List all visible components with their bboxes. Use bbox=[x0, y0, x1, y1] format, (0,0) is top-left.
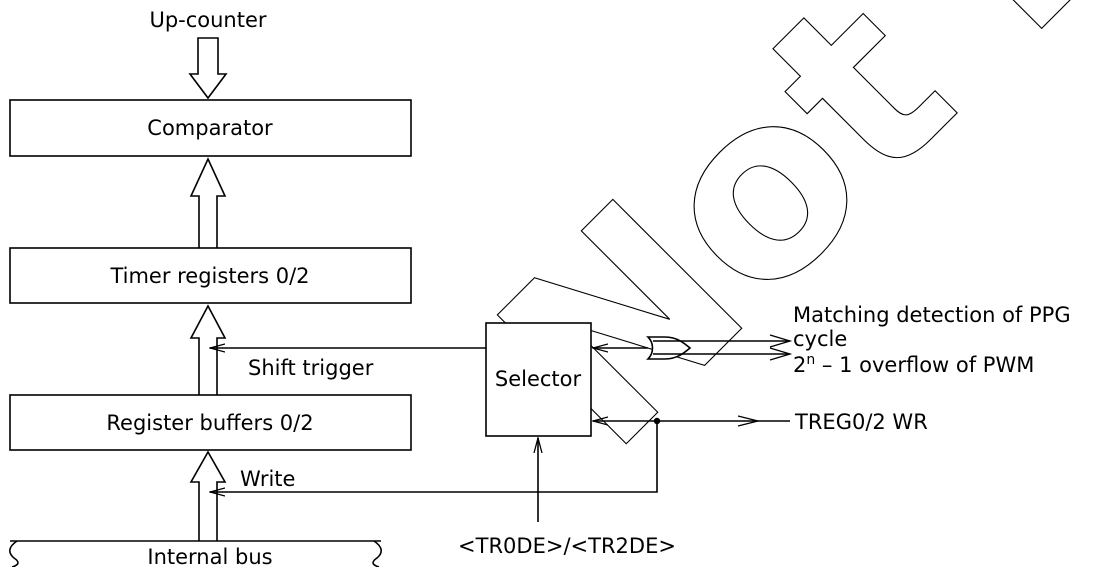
arrow-head-ppg bbox=[769, 334, 793, 348]
internal-bus-label: Internal bus bbox=[147, 545, 272, 567]
write-line bbox=[210, 421, 658, 492]
timer-registers-label: Timer registers 0/2 bbox=[109, 264, 309, 288]
timer-registers-box bbox=[9, 247, 412, 304]
up-counter-label: Up-counter bbox=[149, 8, 266, 32]
treg-wr-label: TREG0/2 WR bbox=[794, 410, 928, 434]
arrow-head-pwm bbox=[769, 347, 793, 361]
trde-label: <TR0DE>/<TR2DE> bbox=[458, 534, 676, 558]
treg-arrow-head bbox=[737, 415, 759, 427]
selector-box bbox=[485, 322, 592, 437]
register-buffers-label: Register buffers 0/2 bbox=[106, 411, 313, 435]
comparator-box bbox=[9, 99, 412, 157]
up-counter-arrow bbox=[188, 37, 228, 100]
register-buffers-box bbox=[9, 394, 412, 451]
comparator-label: Comparator bbox=[147, 116, 273, 140]
bus-right-break bbox=[372, 540, 382, 567]
overflow-label: 2n – 1 overflow of PWM bbox=[793, 352, 1034, 377]
buffers-to-timer-arrow bbox=[189, 304, 227, 395]
matching-detection-label-cycle: cycle bbox=[793, 327, 847, 351]
timer-to-comparator-arrow bbox=[189, 157, 227, 248]
write-label: Write bbox=[240, 467, 295, 491]
shift-trigger-label: Shift trigger bbox=[248, 356, 374, 380]
matching-detection-label: Matching detection of PPG bbox=[793, 303, 1071, 327]
bus-to-buffers-arrow bbox=[189, 450, 227, 541]
bus-left-break bbox=[9, 540, 19, 567]
selector-label: Selector bbox=[495, 367, 582, 391]
